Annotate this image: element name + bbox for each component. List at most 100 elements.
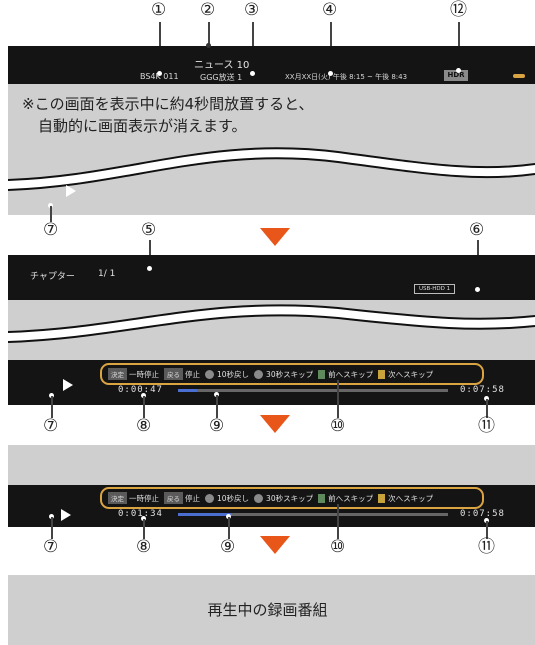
- key-back[interactable]: 戻る停止: [164, 368, 200, 380]
- callout-5: ⑤: [141, 220, 157, 240]
- down-arrow-1: [260, 228, 290, 246]
- callout-10b: ⑩: [330, 537, 346, 557]
- recorded-program-panel: 再生中の録画番組: [8, 575, 535, 645]
- key-prev-skip-3[interactable]: 前へスキップ: [318, 493, 373, 504]
- chapter-banner: チャプター 1/ 1 USB-HDD 1: [8, 255, 535, 300]
- play-icon-3: [61, 509, 71, 521]
- key-guide-bar-3: 決定一時停止 戻る停止 10秒戻し 30秒スキップ 前へスキップ 次へスキップ: [100, 487, 484, 509]
- green-key-icon: [318, 494, 326, 503]
- key-next-skip-3[interactable]: 次へスキップ: [378, 493, 433, 504]
- device-badge: USB-HDD 1: [414, 284, 456, 294]
- key-back-3[interactable]: 戻る停止: [164, 492, 200, 504]
- callout-7c-dot: [49, 514, 54, 519]
- callout-5-dot: [147, 266, 152, 271]
- program-title: ニュース 10: [194, 60, 250, 71]
- total-time-2: 0:07:58: [460, 385, 505, 395]
- callout-7a-line: [50, 206, 52, 222]
- key-rewind-10-3[interactable]: 10秒戻し: [205, 493, 249, 504]
- progress-track-2[interactable]: [178, 389, 448, 392]
- callout-9b: ⑨: [220, 537, 236, 557]
- key-next-skip[interactable]: 次へスキップ: [378, 369, 433, 380]
- callout-2: ②: [200, 0, 216, 20]
- callout-11a-dot: [484, 396, 489, 401]
- play-icon-2: [63, 379, 73, 391]
- callout-8b-dot: [141, 516, 146, 521]
- callout-8b: ⑧: [136, 537, 152, 557]
- down-arrow-3: [260, 536, 290, 554]
- hdr-badge: HDR: [444, 70, 468, 81]
- callout-8b-line: [143, 519, 145, 539]
- callout-7a: ⑦: [43, 220, 59, 240]
- key-decide-3[interactable]: 決定一時停止: [108, 492, 159, 504]
- key-guide-bar-2: 決定一時停止 戻る停止 10秒戻し 30秒スキップ 前へスキップ 次へスキップ: [100, 363, 484, 385]
- key-rewind-10[interactable]: 10秒戻し: [205, 369, 249, 380]
- callout-11a: ⑪: [478, 416, 495, 436]
- callout-5-line: [149, 240, 151, 268]
- callout-11b-dot: [484, 518, 489, 523]
- recorded-program-label: 再生中の録画番組: [207, 601, 328, 619]
- callout-2-dot: [206, 43, 211, 48]
- callout-9b-dot: [226, 514, 231, 519]
- key-decide[interactable]: 決定一時停止: [108, 368, 159, 380]
- callout-9a-dot: [214, 392, 219, 397]
- callout-1-dot: [157, 71, 162, 76]
- elapsed-time-2: 0:00:47: [118, 385, 163, 395]
- callout-11b: ⑪: [478, 537, 495, 557]
- broadcaster: GGG放送 1: [200, 73, 243, 82]
- callout-2-line: [208, 22, 210, 44]
- rewind-icon: [205, 494, 214, 503]
- screen-break-wave: [8, 147, 535, 191]
- forward-icon: [254, 494, 264, 503]
- callout-10b-line: [337, 504, 339, 539]
- note-line-2: 自動的に画面表示が消えます。: [38, 117, 247, 135]
- progress-track-3[interactable]: [178, 513, 448, 516]
- channel-id: BS4K 011: [140, 72, 179, 81]
- callout-7b-line: [51, 396, 53, 418]
- callout-12-dot: [456, 68, 461, 73]
- callout-7a-dot: [48, 203, 53, 208]
- callout-7b: ⑦: [43, 416, 59, 436]
- rewind-icon: [205, 370, 214, 379]
- date-time: XX月XX日(火) 午後 8:15 ~ 午後 8:43: [285, 73, 408, 81]
- callout-6-dot: [475, 287, 480, 292]
- callout-8a: ⑧: [136, 416, 152, 436]
- callout-11a-line: [486, 399, 488, 418]
- key-skip-30[interactable]: 30秒スキップ: [254, 369, 313, 380]
- chapter-label: チャプター: [30, 272, 75, 282]
- callout-9a-line: [216, 395, 218, 418]
- callout-3-dot: [250, 71, 255, 76]
- callout-3: ③: [244, 0, 260, 20]
- screen-1-body: ※この画面を表示中に約4秒間放置すると、 自動的に画面表示が消えます。: [8, 84, 535, 215]
- key-prev-skip[interactable]: 前へスキップ: [318, 369, 373, 380]
- callout-4: ④: [322, 0, 338, 20]
- callout-6: ⑥: [469, 220, 485, 240]
- play-icon: [66, 185, 76, 197]
- screen-3-body: [8, 445, 535, 485]
- progress-fill-3: [178, 513, 232, 516]
- callout-4-dot: [328, 71, 333, 76]
- key-skip-30-3[interactable]: 30秒スキップ: [254, 493, 313, 504]
- callout-8a-line: [143, 396, 145, 418]
- callout-10a-line: [337, 380, 339, 418]
- callout-9a: ⑨: [209, 416, 225, 436]
- callout-9b-line: [228, 517, 230, 539]
- callout-7c: ⑦: [43, 537, 59, 557]
- callout-8a-dot: [141, 393, 146, 398]
- callout-10a: ⑩: [330, 416, 346, 436]
- green-key-icon: [318, 370, 326, 379]
- down-arrow-2: [260, 415, 290, 433]
- signal-icon: [513, 74, 525, 78]
- callout-11b-line: [486, 521, 488, 539]
- chapter-value: 1/ 1: [98, 269, 116, 279]
- yellow-key-icon: [378, 370, 386, 379]
- total-time-3: 0:07:58: [460, 509, 505, 519]
- callout-7c-line: [51, 517, 53, 539]
- callout-7b-dot: [49, 393, 54, 398]
- callout-12: ⑫: [450, 0, 467, 20]
- elapsed-time-3: 0:01:34: [118, 509, 163, 519]
- yellow-key-icon: [378, 494, 386, 503]
- playback-bar-2: 決定一時停止 戻る停止 10秒戻し 30秒スキップ 前へスキップ 次へスキップ …: [8, 360, 535, 405]
- progress-fill-2: [178, 389, 197, 392]
- callout-1: ①: [151, 0, 167, 20]
- note-line-1: ※この画面を表示中に約4秒間放置すると、: [22, 95, 314, 113]
